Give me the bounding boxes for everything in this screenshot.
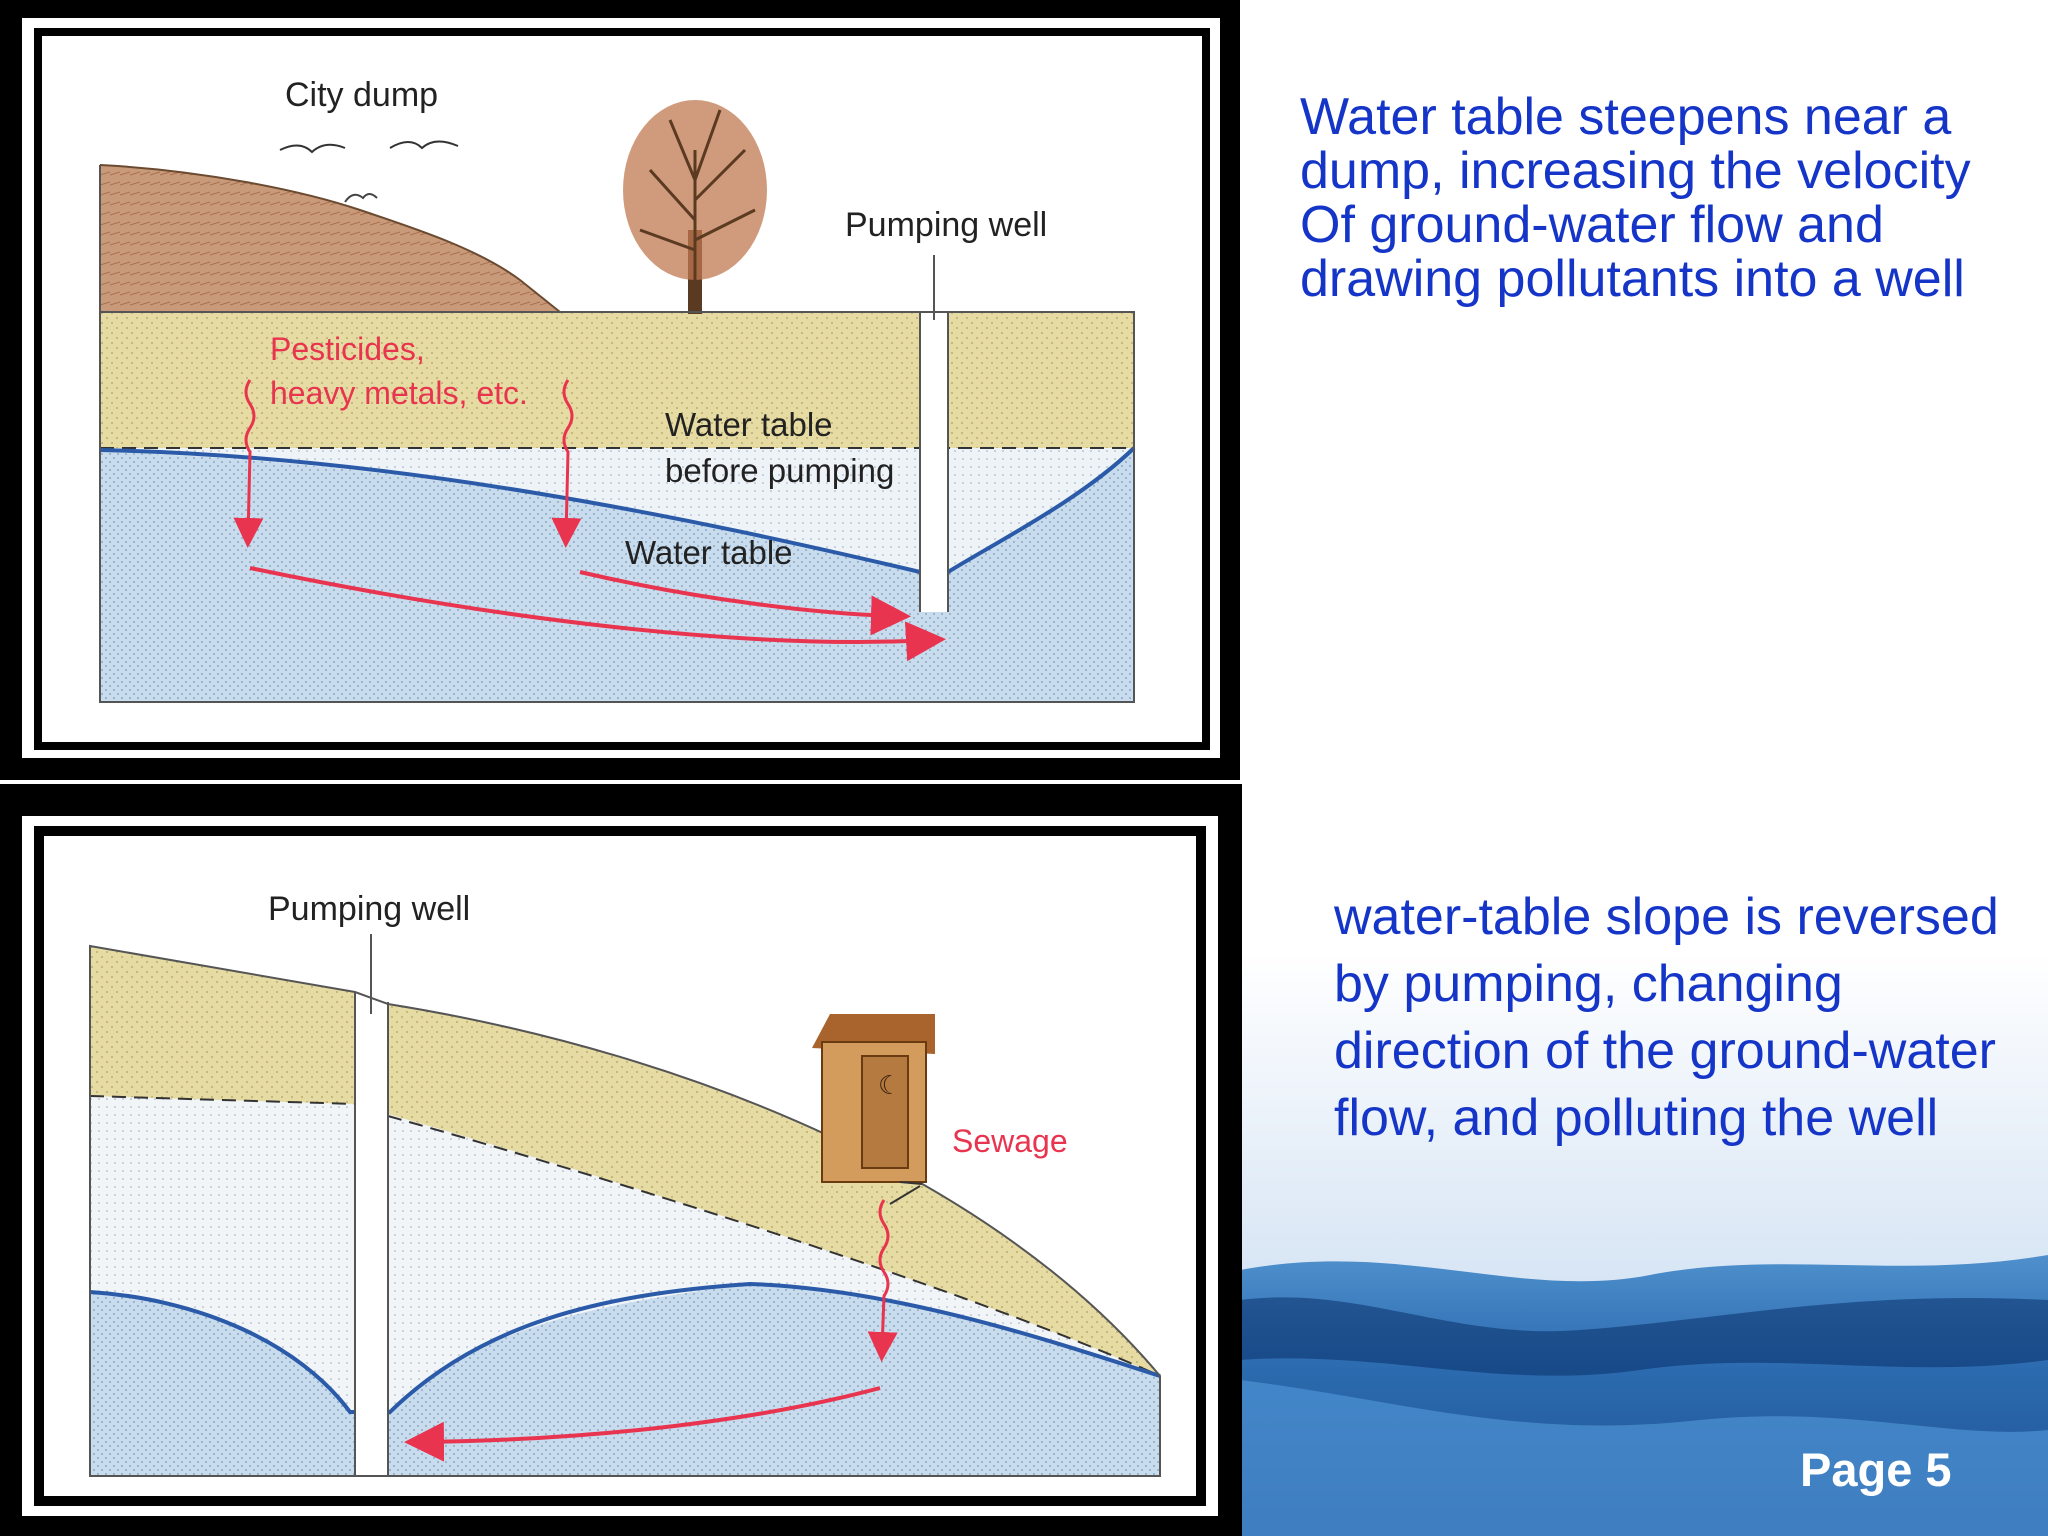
label-water-table: Water table: [625, 534, 793, 571]
label-water-table-before-2: before pumping: [665, 452, 894, 489]
bottom-diagram-panel: ☾ Pumping well Sewage: [0, 784, 1242, 1536]
flow-arrow-to-well: [404, 1386, 881, 1462]
top-diagram: City dump Pumping well Pesticides, heavy…: [22, 18, 1220, 758]
pollutant-path-1: [233, 379, 264, 548]
bird-icon: [389, 140, 459, 150]
label-pumping-well-bottom: Pumping well: [268, 890, 470, 928]
svg-text:☾: ☾: [878, 1071, 901, 1101]
tree-icon: [623, 100, 767, 314]
outhouse-icon: ☾: [812, 1014, 935, 1183]
original-water-table: [89, 1095, 1161, 1377]
bird-icon: [344, 193, 378, 203]
pollutant-path-2: [551, 379, 582, 548]
water-table-line-bottom: [89, 1281, 1161, 1414]
sewage-path: [867, 1199, 898, 1362]
flow-arrow-long: [249, 566, 946, 662]
label-pesticides-1: Pesticides,: [270, 331, 425, 367]
pumping-well: [920, 312, 948, 612]
page-number: Page 5: [1800, 1443, 1952, 1496]
description-bottom: water-table slope is reversed by pumping…: [1334, 888, 1999, 1147]
label-city-dump: City dump: [285, 76, 438, 114]
water-table-line: [99, 446, 1136, 574]
pumping-well-bottom: [355, 984, 388, 1476]
label-water-table-before-1: Water table: [665, 406, 833, 443]
label-pesticides-2: heavy metals, etc.: [270, 375, 528, 411]
dump-hill: [100, 165, 560, 312]
top-diagram-panel: City dump Pumping well Pesticides, heavy…: [0, 0, 1240, 780]
flow-arrow-short: [579, 570, 911, 636]
label-sewage: Sewage: [952, 1123, 1068, 1159]
label-pumping-well: Pumping well: [845, 206, 1047, 244]
bird-icon: [279, 143, 346, 154]
soil-layer: [100, 312, 1134, 448]
bottom-diagram: ☾ Pumping well Sewage: [22, 816, 1218, 1516]
description-top: Water table steepens near a dump, increa…: [1300, 88, 1971, 308]
